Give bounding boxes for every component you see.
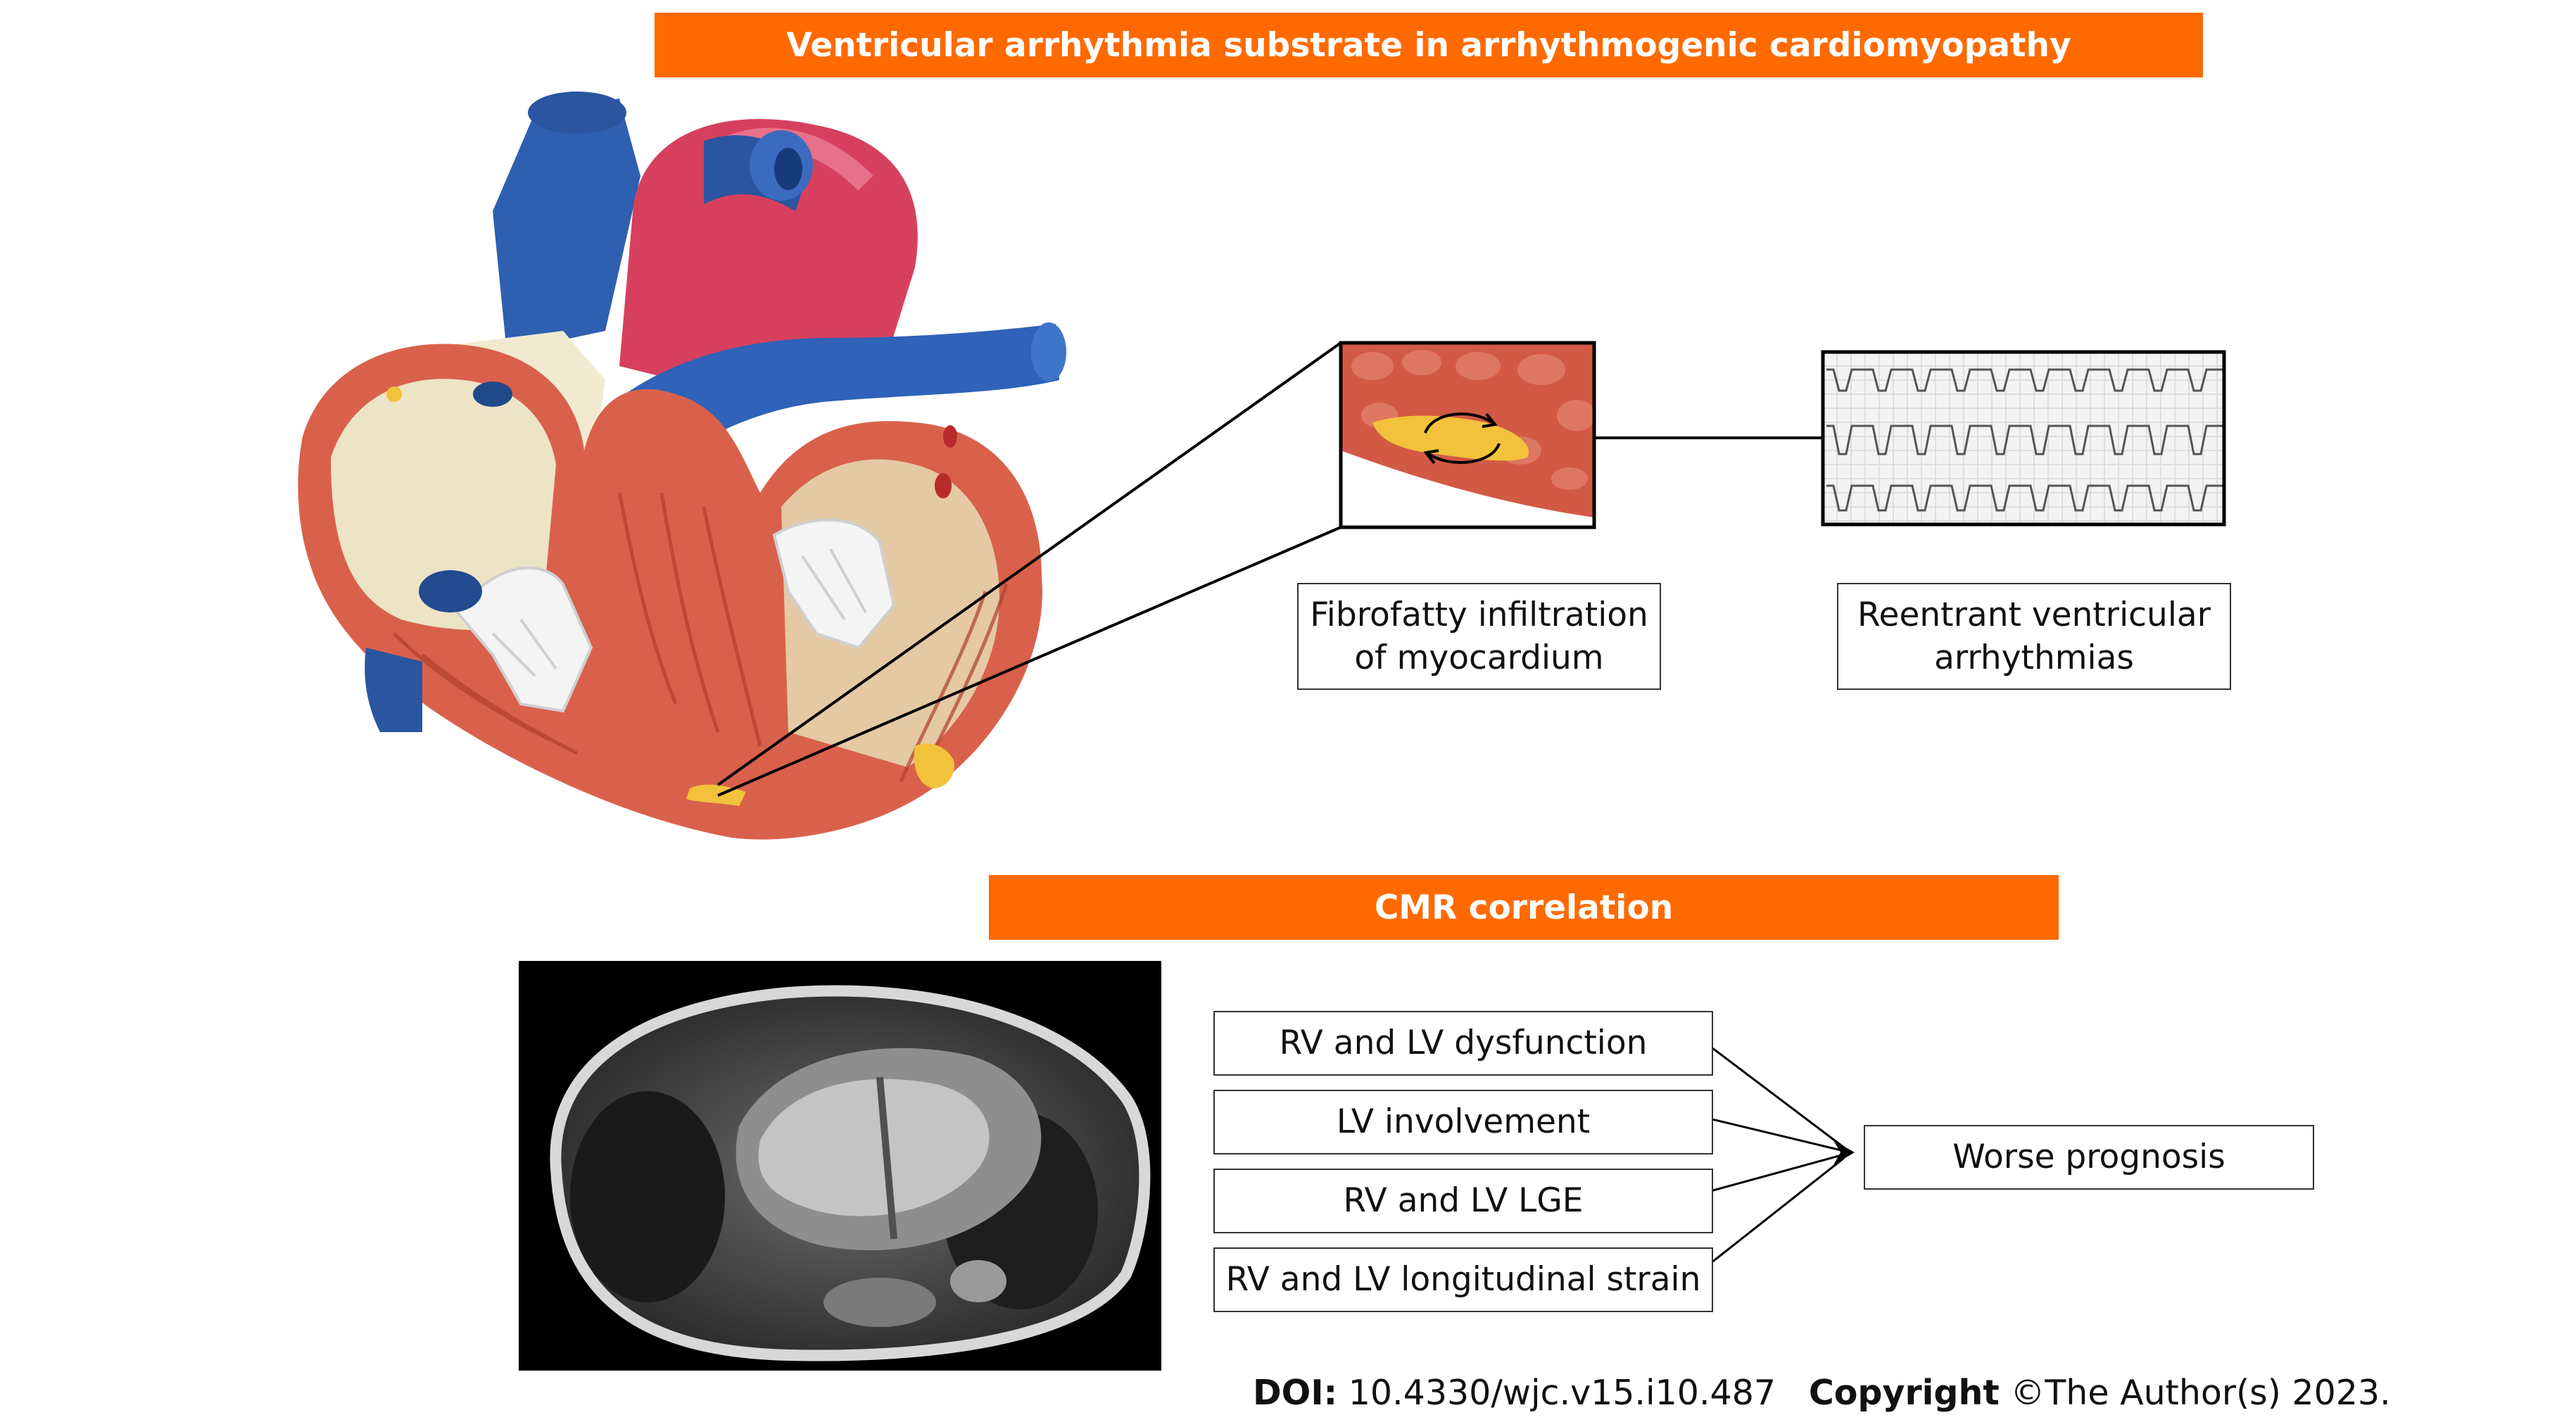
reentry-arrow-icon — [1424, 413, 1494, 434]
cmr-image — [519, 961, 1161, 1371]
ecg-strip — [1821, 350, 2226, 527]
finding-box-rv-lv-strain: RV and LV longitudinal strain — [1213, 1247, 1713, 1312]
zoom-connector-lines — [716, 341, 1342, 797]
finding-label: RV and LV longitudinal strain — [1225, 1260, 1701, 1300]
arrowhead-icon — [1833, 1140, 1855, 1165]
fibrofatty-label: Fibrofatty infiltration of myocardium — [1310, 595, 1648, 677]
reentrant-label: Reentrant ventricular arrhythmias — [1857, 595, 2211, 677]
title-banner: Ventricular arrhythmia substrate in arrh… — [655, 13, 2203, 77]
title-text: Ventricular arrhythmia substrate in arrh… — [786, 25, 2071, 65]
doi-label: DOI: — [1253, 1373, 1338, 1413]
finding-box-rv-lv-dysfunction: RV and LV dysfunction — [1213, 1011, 1713, 1076]
fibrofatty-zoom-inset — [1339, 341, 1596, 529]
footer-citation: DOI: 10.4330/wjc.v15.i10.487 Copyright ©… — [1253, 1373, 2391, 1413]
finding-box-lv-involvement: LV involvement — [1213, 1090, 1713, 1154]
reentrant-label-box: Reentrant ventricular arrhythmias — [1837, 583, 2231, 690]
finding-box-rv-lv-lge: RV and LV LGE — [1213, 1169, 1713, 1233]
cmr-banner: CMR correlation — [989, 875, 2059, 940]
cmr-title: CMR correlation — [1374, 888, 1674, 927]
worse-prognosis-box: Worse prognosis — [1864, 1125, 2314, 1190]
heart-model-illustration — [298, 92, 1066, 840]
worse-prognosis-label: Worse prognosis — [1952, 1138, 2225, 1177]
copyright-label: Copyright — [1808, 1373, 2000, 1413]
fibrofatty-label-box: Fibrofatty infiltration of myocardium — [1297, 583, 1661, 690]
finding-label: RV and LV dysfunction — [1279, 1024, 1648, 1063]
prognosis-connector-lines — [1697, 1036, 1845, 1275]
doi-value: 10.4330/wjc.v15.i10.487 — [1348, 1373, 1776, 1413]
copyright-value: ©The Author(s) 2023. — [2010, 1373, 2391, 1413]
finding-label: RV and LV LGE — [1343, 1181, 1584, 1221]
finding-label: LV involvement — [1336, 1102, 1591, 1142]
